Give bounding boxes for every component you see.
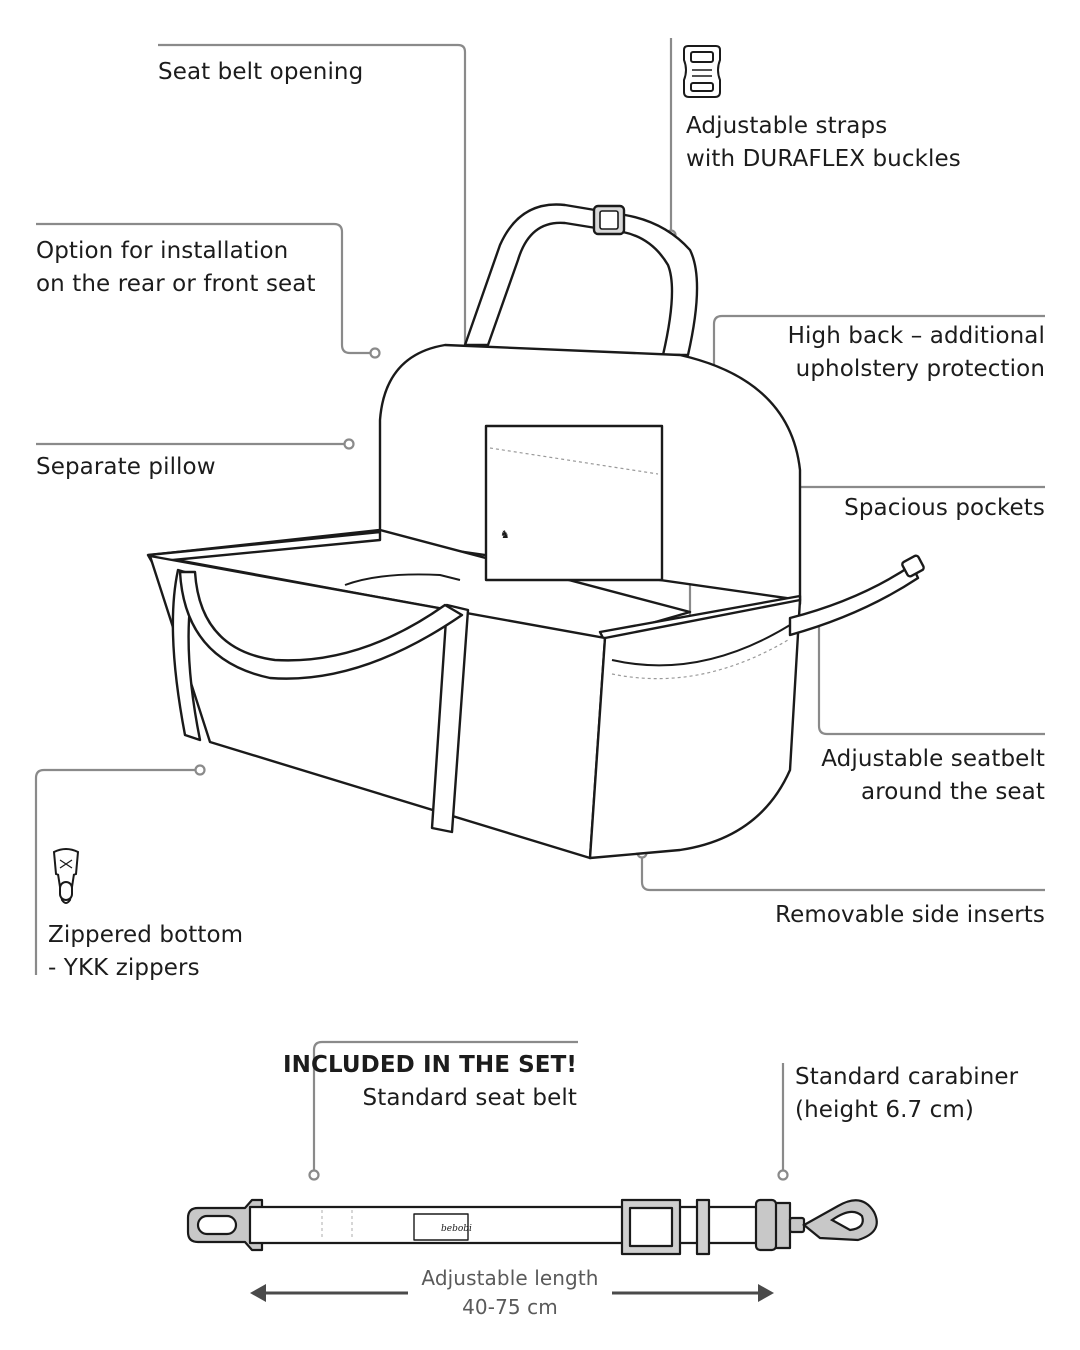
label-spacious-pockets: Spacious pockets [844, 495, 1045, 521]
label-adjustable-seatbelt: Adjustable seatbelt around the seat [821, 746, 1045, 805]
label-installation-option: Option for installation on the rear or f… [36, 238, 316, 297]
front-strap-right [430, 603, 470, 834]
leader-standard-belt [312, 1040, 578, 1170]
carabiner-icon [788, 1199, 878, 1242]
label-standard-seat-belt: INCLUDED IN THE SET! Standard seat belt [283, 1049, 577, 1115]
label-high-back: High back – additional upholstery protec… [787, 323, 1045, 382]
belt-logo [413, 1213, 469, 1241]
leader-seat-belt-opening [158, 43, 467, 558]
included-badge: INCLUDED IN THE SET! [282, 1052, 577, 1078]
standard-seat-belt-illustration [186, 1198, 792, 1256]
carry-handle [178, 570, 464, 680]
label-adjustable-length: Adjustable length 40-75 cm [421, 1266, 599, 1319]
belt-strap [248, 1205, 774, 1245]
seatbelt-tail [788, 563, 920, 637]
leader-seatbelt-around [817, 621, 1045, 736]
zipper-icon [52, 848, 80, 904]
buckle-icon [683, 45, 721, 98]
label-removable-side-inserts: Removable side inserts [775, 902, 1045, 928]
arrow-right-icon [758, 1284, 774, 1302]
leader-installation [36, 222, 370, 355]
label-adjustable-straps: Adjustable straps with DURAFLEX buckles [686, 113, 961, 172]
label-seat-belt-opening: Seat belt opening [158, 59, 364, 85]
leader-high-back [712, 314, 1045, 386]
label-zippered-bottom: Zippered bottom - YKK zippers [48, 922, 244, 981]
arrow-left-icon [250, 1284, 266, 1302]
label-carabiner: Standard carabiner (height 6.7 cm) [795, 1064, 1019, 1123]
back-pocket [484, 424, 664, 582]
belt-logo-text: bebobi [441, 1224, 472, 1234]
strap-loop [463, 203, 699, 357]
box-side [588, 598, 802, 860]
leader-side-inserts [640, 858, 1045, 892]
svg-text:♞: ♞ [500, 528, 510, 541]
leader-zippered-bottom [34, 768, 195, 975]
car-seat-illustration: ♞ [146, 203, 925, 860]
label-separate-pillow: Separate pillow [36, 454, 216, 480]
